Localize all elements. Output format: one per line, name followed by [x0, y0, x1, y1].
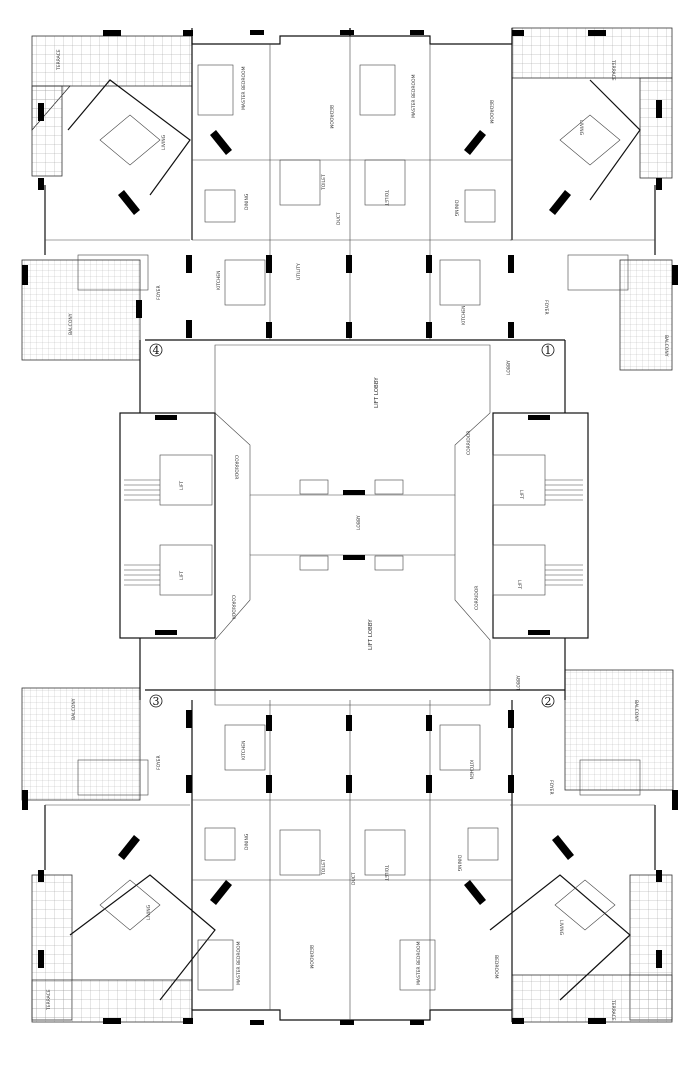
label-foyer-2: FOYER	[543, 300, 549, 315]
terrace-right-lower	[564, 669, 674, 791]
label-bedroom-1: BEDROOM	[328, 105, 334, 129]
outer-walls	[44, 28, 656, 1022]
terrace-bottom-left	[31, 874, 193, 1023]
label-toilet-1: TOILET	[321, 174, 327, 191]
label-dining-2: DINING	[453, 200, 459, 217]
label-terrace-4: TERRACE	[610, 999, 616, 1021]
label-terrace-1: TERRACE	[56, 49, 62, 71]
label-lobby-right-lower: LOBBY	[516, 675, 522, 690]
label-dining-3: DINING	[244, 833, 250, 850]
label-lift-lobby-top: LIFT LOBBY	[374, 377, 380, 408]
label-corridor-left: CORRIDOR	[233, 455, 239, 479]
terrace-top-right	[511, 27, 673, 179]
label-master-bedroom-4: MASTER BEDROOM	[416, 941, 422, 985]
label-lift-2: LIFT	[179, 571, 185, 580]
label-master-bedroom-1: MASTER BEDROOM	[241, 66, 247, 110]
axis-marker-2: 2	[541, 694, 555, 708]
label-living-3: LIVING	[146, 904, 152, 920]
structural-columns	[22, 30, 678, 1025]
label-lift-1: LIFT	[179, 481, 185, 490]
label-balcony-4: BALCONY	[633, 700, 639, 722]
axis-label-3: 3	[153, 695, 160, 708]
label-lobby-right: LOBBY	[506, 360, 512, 375]
central-lobby-outline	[214, 344, 491, 706]
label-foyer-4: FOYER	[548, 780, 554, 795]
label-master-bedroom-3: MASTER BEDROOM	[236, 941, 242, 985]
label-balcony-3: BALCONY	[71, 698, 77, 720]
terrace-left-lower	[21, 687, 141, 801]
label-living-1: LIVING	[161, 134, 167, 150]
label-toilet-4: TOILET	[383, 864, 389, 881]
label-bedroom-4: BEDROOM	[493, 955, 499, 979]
interior-walls	[45, 36, 655, 1020]
label-utility-1: UTILITY	[296, 263, 302, 280]
label-foyer-3: FOYER	[156, 755, 162, 770]
terrace-right-upper	[619, 259, 673, 371]
room-labels: LIFT LOBBY LIFT LOBBY LOBBY CORRIDOR COR…	[46, 49, 669, 1021]
label-dining-4: DINING	[456, 855, 462, 872]
label-lift-3: LIFT	[518, 490, 524, 499]
axis-marker-4: 4	[149, 343, 163, 357]
axis-label-4: 4	[153, 344, 160, 357]
label-corridor-right: CORRIDOR	[466, 431, 472, 455]
label-kitchen-3: KITCHEN	[241, 741, 247, 761]
label-lift-4: LIFT	[516, 580, 522, 589]
label-kitchen-4: KITCHEN	[468, 760, 474, 780]
label-lobby: LOBBY	[356, 515, 362, 530]
label-kitchen-2: KITCHEN	[461, 306, 467, 326]
label-corridor-left-lower: CORRIDOR	[230, 595, 236, 619]
axis-marker-1: 1	[541, 343, 555, 357]
label-master-bedroom-2: MASTER BEDROOM	[411, 74, 417, 118]
label-dining-1: DINING	[244, 193, 250, 210]
label-terrace-3: TERRACE	[46, 989, 52, 1011]
label-toilet-2: TOILET	[383, 189, 389, 206]
label-terrace-2: TERRACE	[610, 59, 616, 81]
label-foyer-1: FOYER	[156, 285, 162, 300]
label-toilet-3: TOILET	[321, 859, 327, 876]
axis-markers: 1 2 3 4	[149, 343, 555, 708]
label-lift-lobby-bottom: LIFT LOBBY	[368, 619, 374, 650]
terrace-top-left	[31, 35, 193, 177]
label-bedroom-3: BEDROOM	[308, 945, 314, 969]
label-balcony-1: BALCONY	[68, 313, 74, 335]
label-corridor-right-lower: CORRIDOR	[474, 586, 480, 610]
label-kitchen-1: KITCHEN	[216, 271, 222, 291]
label-balcony-2: BALCONY	[663, 335, 669, 357]
label-living-2: LIVING	[578, 120, 584, 136]
label-duct-2: DUCT	[351, 872, 357, 885]
terrace-bottom-right	[511, 874, 673, 1023]
axis-marker-3: 3	[149, 694, 163, 708]
label-bedroom-2: BEDROOM	[488, 100, 494, 124]
axis-label-2: 2	[545, 695, 552, 708]
label-living-4: LIVING	[558, 920, 564, 936]
axis-label-1: 1	[545, 344, 552, 357]
label-duct-1: DUCT	[336, 212, 342, 225]
terrace-left-upper	[21, 259, 141, 361]
